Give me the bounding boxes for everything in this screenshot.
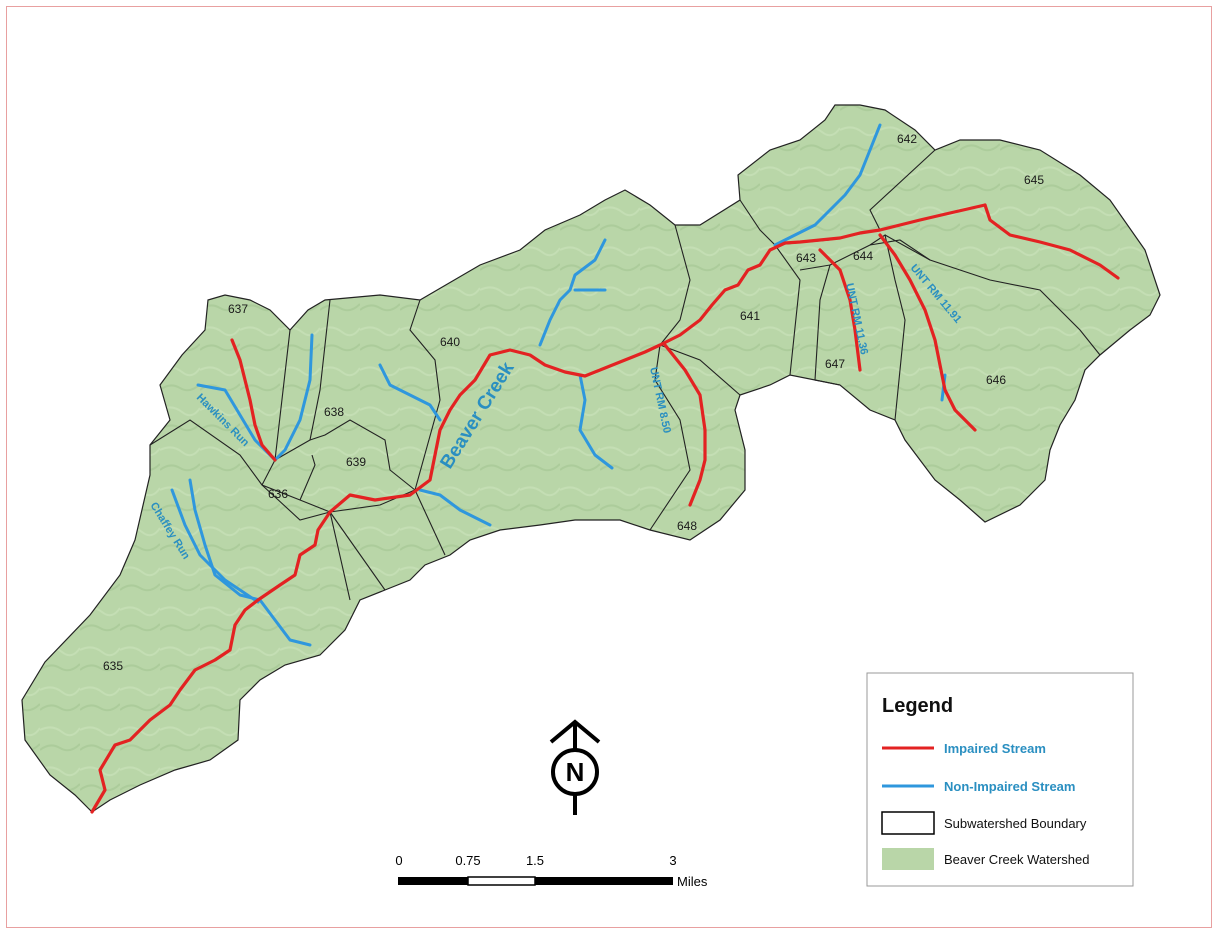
legend-impaired-label: Impaired Stream bbox=[944, 741, 1046, 756]
scale-tick-0-75: 0.75 bbox=[455, 853, 480, 868]
subwatershed-label-648: 648 bbox=[677, 519, 697, 533]
subwatershed-label-636: 636 bbox=[268, 487, 288, 501]
subwatershed-labels: 635 636 637 638 639 640 641 642 643 644 … bbox=[103, 132, 1044, 673]
non-impaired-streams bbox=[170, 123, 947, 647]
subwatershed-label-645: 645 bbox=[1024, 173, 1044, 187]
subwatershed-label-641: 641 bbox=[740, 309, 760, 323]
impaired-streams bbox=[90, 203, 1120, 814]
subwatershed-label-646: 646 bbox=[986, 373, 1006, 387]
legend-subwatershed-swatch bbox=[881, 811, 935, 835]
legend-watershed-swatch bbox=[882, 848, 934, 870]
legend-title: Legend bbox=[882, 695, 953, 717]
legend: Legend Impaired Stream Non-Impaired Stre… bbox=[866, 672, 1134, 887]
subwatershed-label-638: 638 bbox=[324, 405, 344, 419]
scale-tick-3: 3 bbox=[669, 853, 676, 868]
legend-watershed-label: Beaver Creek Watershed bbox=[944, 852, 1089, 867]
map-frame bbox=[6, 6, 1212, 928]
subwatershed-label-639: 639 bbox=[346, 455, 366, 469]
scale-unit: Miles bbox=[677, 874, 708, 889]
subwatershed-label-644: 644 bbox=[853, 249, 873, 263]
scale-tick-1-5: 1.5 bbox=[526, 853, 544, 868]
scale-tick-0: 0 bbox=[395, 853, 402, 868]
legend-subwatershed-label: Subwatershed Boundary bbox=[944, 816, 1087, 831]
north-arrow: N bbox=[549, 719, 601, 815]
subwatershed-label-640: 640 bbox=[440, 335, 460, 349]
beaver-creek-watershed bbox=[21, 104, 1161, 813]
subwatershed-label-643: 643 bbox=[796, 251, 816, 265]
legend-non-impaired-label: Non-Impaired Stream bbox=[944, 779, 1075, 794]
subwatershed-label-637: 637 bbox=[228, 302, 248, 316]
subwatershed-label-647: 647 bbox=[825, 357, 845, 371]
subwatershed-label-642: 642 bbox=[897, 132, 917, 146]
subwatershed-label-635: 635 bbox=[103, 659, 123, 673]
scale-bar: 0 0.75 1.5 3 Miles bbox=[395, 853, 707, 889]
north-arrow-letter: N bbox=[566, 757, 585, 787]
